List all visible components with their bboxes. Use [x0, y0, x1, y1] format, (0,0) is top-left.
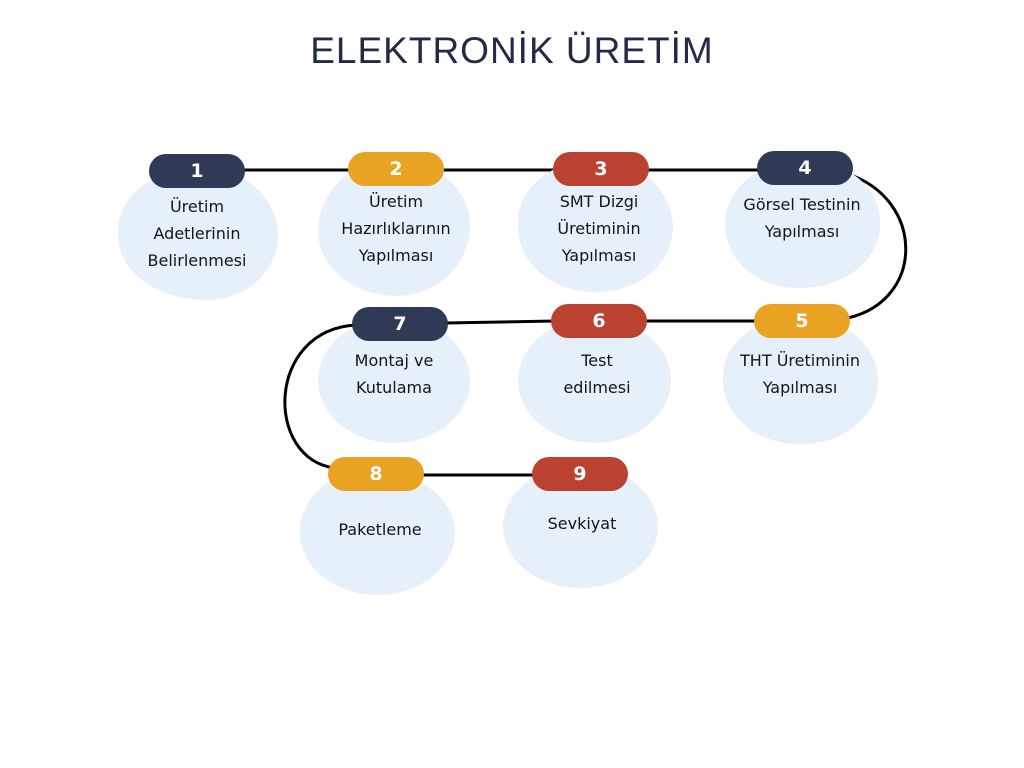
step-5-badge: 5 — [754, 304, 850, 338]
step-8-label: Paketleme — [338, 520, 422, 539]
connector-7-8 — [283, 323, 357, 470]
step-4-number: 4 — [798, 157, 812, 179]
step-7-badge: 7 — [352, 307, 448, 341]
diagram-title: ELEKTRONİK ÜRETİM — [310, 30, 714, 71]
step-7-label: Montaj ve Kutulama — [354, 351, 434, 397]
step-1-blob — [118, 168, 278, 300]
connector-4-5 — [847, 172, 908, 320]
step-3-label: SMT Dizgi Üretiminin Yapılması — [557, 192, 641, 265]
step-6-number: 6 — [592, 310, 606, 332]
step-7-number: 7 — [393, 313, 407, 335]
step-1-label: Üretim Adetlerinin Belirlenmesi — [147, 197, 247, 270]
step-8-badge: 8 — [328, 457, 424, 491]
step-6-label: Test edilmesi — [563, 351, 631, 397]
step-8-number: 8 — [369, 463, 383, 485]
step-5-number: 5 — [795, 310, 809, 332]
step-3-number: 3 — [594, 158, 608, 180]
step-9-badge: 9 — [532, 457, 628, 491]
step-2-label: Üretim Hazırlıklarının Yapılması — [341, 192, 451, 265]
step-1-number: 1 — [190, 160, 204, 182]
step-9-label: Sevkiyat — [547, 514, 617, 533]
step-9-number: 9 — [573, 463, 587, 485]
step-5-label: THT Üretiminin Yapılması — [740, 351, 860, 397]
connector-6-7 — [444, 319, 556, 325]
step-4-label: Görsel Testinin Yapılması — [743, 195, 861, 241]
step-6-badge: 6 — [551, 304, 647, 338]
step-2-badge: 2 — [348, 152, 444, 186]
step-3-badge: 3 — [553, 152, 649, 186]
step-1-badge: 1 — [149, 154, 245, 188]
step-2-number: 2 — [389, 158, 403, 180]
step-4-badge: 4 — [757, 151, 853, 185]
step-6-blob — [518, 318, 671, 443]
